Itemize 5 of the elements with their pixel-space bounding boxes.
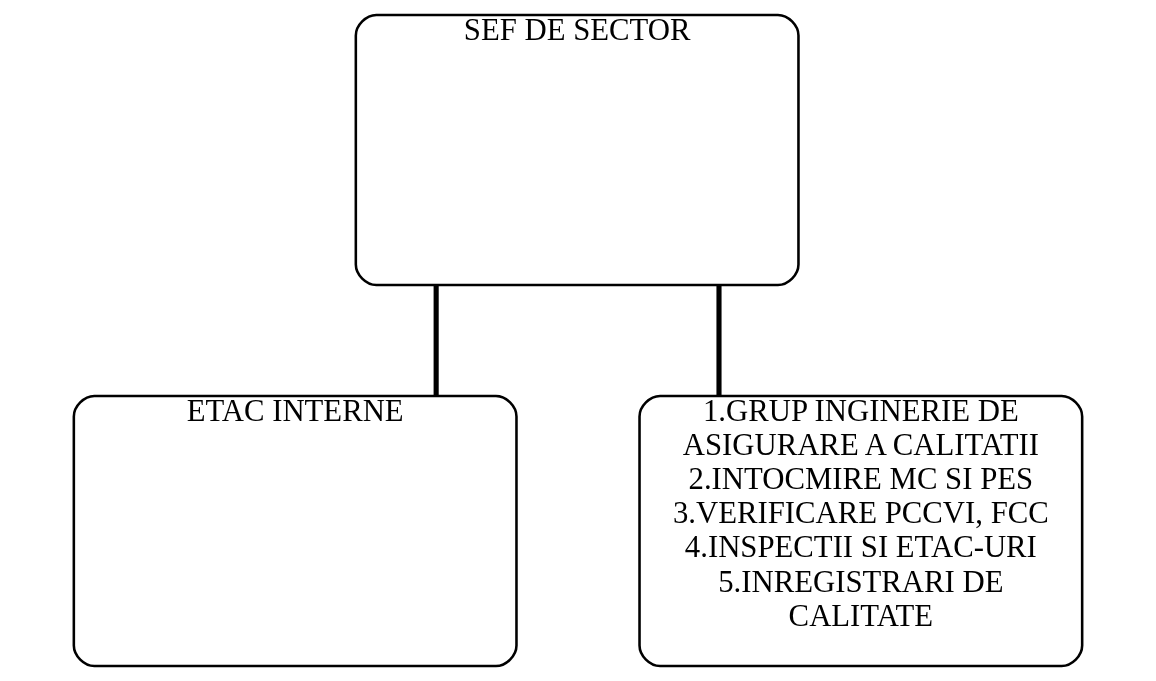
node-box: ETAC INTERNE — [72, 394, 518, 668]
connector — [433, 285, 439, 396]
connector — [716, 285, 722, 396]
node-box: SEF DE SECTOR — [354, 13, 800, 287]
node-box: 1.GRUP INGINERIE DE ASIGURARE A CALITATII 2.INTOCMIRE MC SI PES 3.VERIFICARE PCCVI, FCC 4.INSPECTII SI ETAC-URI 5.INREGISTRARI DE CALITATE — [638, 394, 1084, 668]
